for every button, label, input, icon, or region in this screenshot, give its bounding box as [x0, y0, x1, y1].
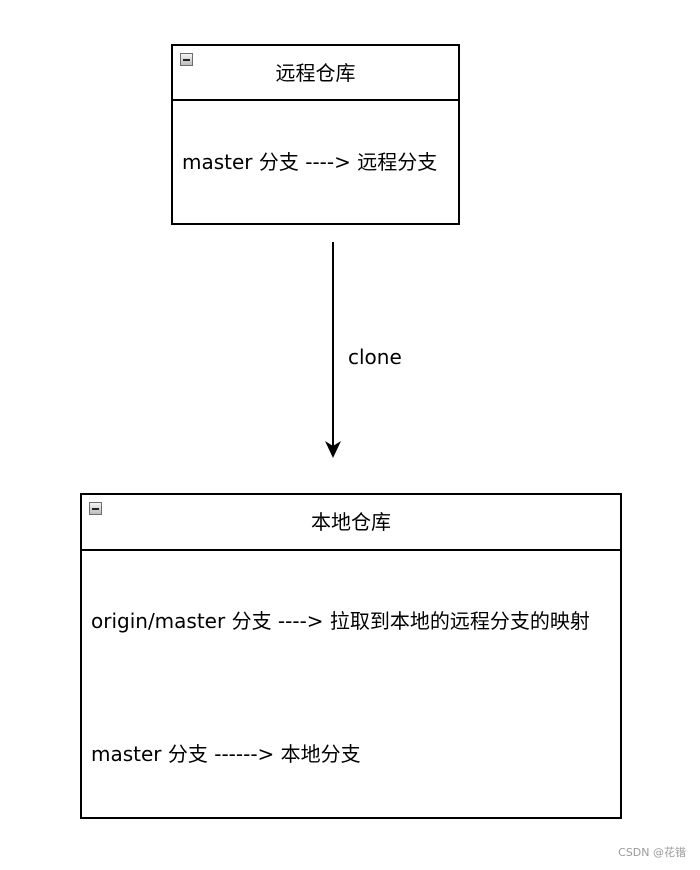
local-repository-title: 本地仓库	[311, 510, 391, 534]
watermark: CSDN @花锴	[618, 846, 686, 859]
remote-repository-title: 远程仓库	[275, 60, 356, 85]
collapse-toggle-icon[interactable]	[180, 53, 193, 66]
local-repository-container[interactable]: 本地仓库 origin/master 分支 ----> 拉取到本地的远程分支的映…	[80, 493, 622, 819]
remote-repository-header: 远程仓库	[173, 46, 458, 101]
remote-repository-container[interactable]: 远程仓库 master 分支 ----> 远程分支	[171, 44, 460, 225]
remote-master-branch-line: master 分支 ----> 远程分支	[182, 150, 438, 174]
local-repository-header: 本地仓库	[82, 495, 620, 551]
clone-arrow-head	[325, 441, 341, 458]
local-master-branch-line: master 分支 ------> 本地分支	[91, 742, 361, 766]
clone-label: clone	[348, 345, 402, 369]
local-origin-master-branch-line: origin/master 分支 ----> 拉取到本地的远程分支的映射	[91, 609, 590, 633]
collapse-toggle-icon[interactable]	[89, 502, 102, 515]
